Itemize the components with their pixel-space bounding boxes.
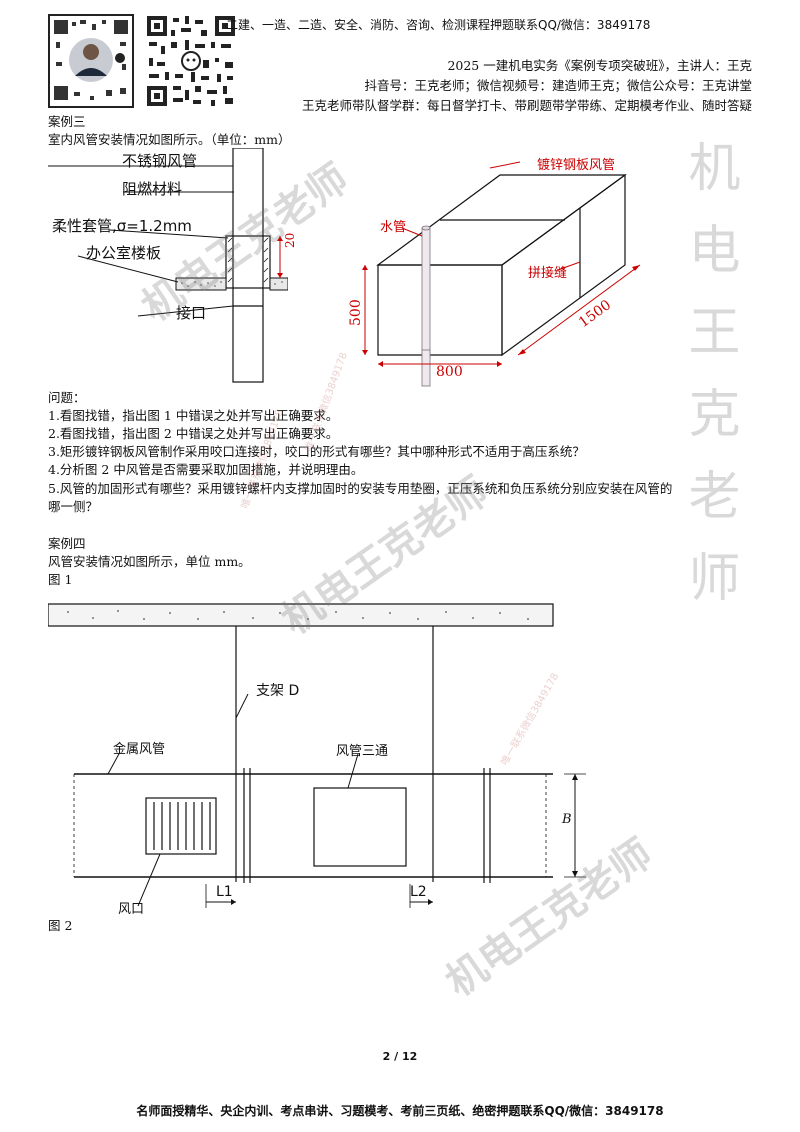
label-stainless-duct: 不锈钢风管 <box>122 152 198 170</box>
duct-penetration-figure <box>48 148 288 383</box>
flame-material-hatch <box>227 237 269 283</box>
question-5: 5.风管的加固形式有哪些？采用镀锌螺杆内支撑加固时的安装专用垫圈，正压系统和负压… <box>48 481 673 496</box>
label-support-d: 支架 D <box>256 683 300 699</box>
flexible-sleeve <box>225 235 271 289</box>
label-seam: 拼接缝 <box>528 266 568 281</box>
label-water-pipe: 水管 <box>380 220 407 235</box>
case4-title: 案例四 <box>48 536 86 551</box>
qr-code-douyin <box>48 14 134 108</box>
header-group-line: 王克老师带队督学群：每日督学打卡、带刷题带学带练、定期模考作业、随时答疑 <box>301 98 752 113</box>
question-4: 4.分析图 2 中风管是否需要采取加固措施，并说明理由。 <box>48 462 364 477</box>
floor-slab-right <box>269 277 288 291</box>
label-outlet: 风口 <box>118 902 145 917</box>
label-flexible-sleeve: 柔性套管,σ=1.2mm <box>52 217 192 235</box>
vertical-duct <box>232 148 264 383</box>
question-2: 2.看图找错，指出图 2 中错误之处并写出正确要求。 <box>48 426 339 441</box>
duct-front-face <box>377 264 503 356</box>
label-duct-tee: 风管三通 <box>336 744 389 759</box>
water-pipe <box>421 225 431 387</box>
question-3: 3.矩形镀锌钢板风管制作采用咬口连接时，咬口的形式有哪些？其中哪种形式不适用于高… <box>48 444 585 459</box>
label-l1: L1 <box>216 884 233 900</box>
watermark-vertical: 机电王克老师 <box>679 140 739 632</box>
label-l2: L2 <box>410 884 427 900</box>
qr-code-wechat <box>145 14 237 108</box>
fig1-caption: 图 1 <box>48 572 73 587</box>
duct-installation-figure <box>48 603 554 908</box>
duct-side-face <box>501 173 626 357</box>
case3-title: 案例三 <box>48 114 86 129</box>
label-b: B <box>562 812 572 827</box>
questions-title: 问题： <box>48 390 86 405</box>
ceiling-slab <box>48 603 554 627</box>
case3-intro: 室内风管安装情况如图所示。（单位：mm） <box>48 132 291 147</box>
slab-dots <box>181 281 283 287</box>
question-1: 1.看图找错，指出图 1 中错误之处并写出正确要求。 <box>48 408 339 423</box>
case4-intro: 风管安装情况如图所示，单位 mm。 <box>48 554 251 569</box>
footer-text: 名师面授精华、央企内训、考点串讲、习题模考、考前三页纸、绝密押题联系QQ/微信：… <box>136 1104 664 1118</box>
question-5-cont: 哪一侧？ <box>48 499 99 514</box>
fig2-caption: 图 2 <box>48 918 73 933</box>
page-number: 2 / 12 <box>382 1050 418 1063</box>
label-flame-material: 阻燃材料 <box>122 180 183 198</box>
dim-500-label: 500 <box>348 299 364 326</box>
dim-b-arrow <box>564 773 586 878</box>
label-galvanized-duct: 镀锌钢板风管 <box>537 158 616 173</box>
duct-tee-branch <box>313 787 407 867</box>
label-joint: 接口 <box>176 304 207 322</box>
dim-800-label: 800 <box>436 364 463 380</box>
galvanized-duct-figure <box>362 161 641 387</box>
header-top-line: 二建、一造、二造、安全、消防、咨询、检测课程押题联系QQ/微信：3849178 <box>226 18 651 32</box>
label-metal-duct: 金属风管 <box>113 742 166 757</box>
header-social-line: 抖音号：王克老师；微信视频号：建造师王克；微信公众号：王克讲堂 <box>364 78 752 93</box>
air-outlet <box>145 797 217 855</box>
label-office-floor: 办公室楼板 <box>86 244 162 262</box>
header-course-line: 2025 一建机电实务《案例专项突破班》，主讲人：王克 <box>447 58 752 73</box>
floor-slab-left <box>175 277 227 291</box>
